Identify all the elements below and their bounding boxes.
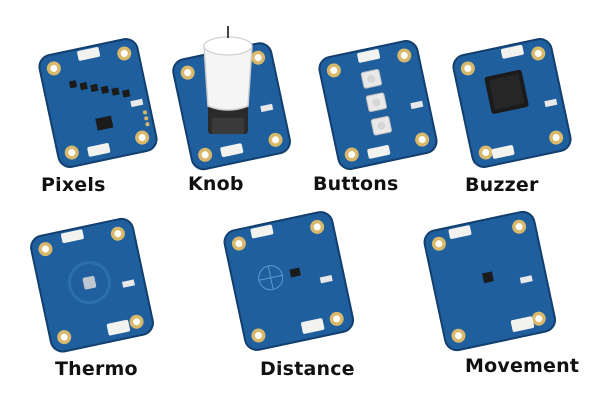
caption-pixels: Pixels bbox=[41, 174, 106, 196]
caption-knob: Knob bbox=[188, 173, 244, 195]
buttons-module-board bbox=[318, 40, 438, 170]
distance-module-board bbox=[222, 211, 357, 352]
buzzer-module-board bbox=[452, 38, 572, 168]
pixels-board-image bbox=[38, 38, 158, 168]
distance-board-image bbox=[223, 211, 355, 351]
caption-distance: Distance bbox=[260, 358, 355, 380]
movement-module-board bbox=[420, 210, 560, 352]
thermo-board-image bbox=[30, 217, 154, 353]
movement-board-image bbox=[423, 210, 557, 352]
knob-board-image bbox=[172, 26, 291, 171]
buttons-board-image bbox=[318, 40, 438, 170]
caption-buttons: Buttons bbox=[313, 173, 399, 195]
caption-buzzer: Buzzer bbox=[465, 174, 539, 196]
caption-movement: Movement bbox=[465, 355, 580, 377]
buzzer-board-image bbox=[452, 38, 572, 168]
pixels-module-board bbox=[38, 38, 158, 168]
thermo-module-board bbox=[28, 217, 158, 353]
knob-module-board bbox=[168, 18, 298, 171]
caption-thermo: Thermo bbox=[55, 358, 138, 380]
